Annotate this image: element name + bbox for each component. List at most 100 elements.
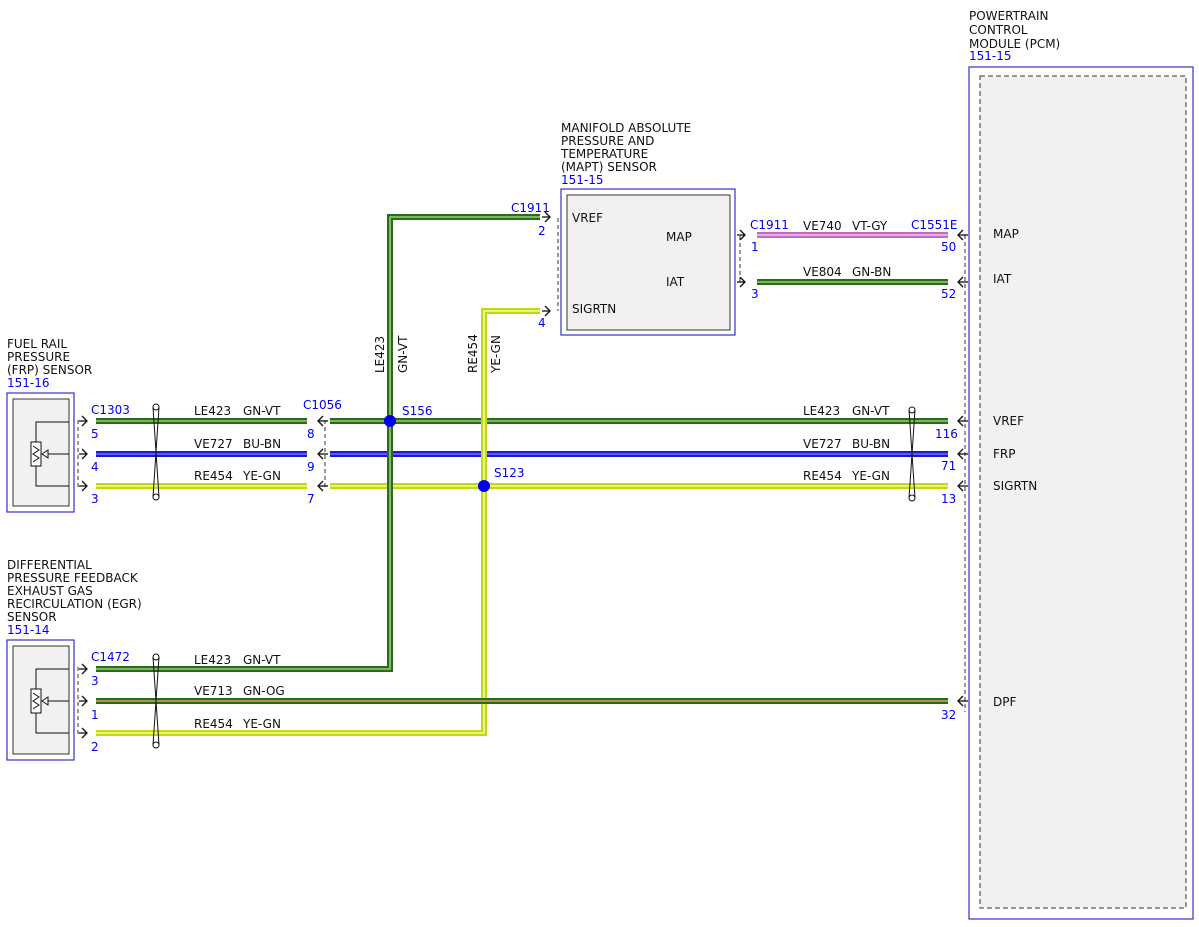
pin-pcm-iat: 52 [941, 287, 956, 301]
pin-pcm-sigrtn: 13 [941, 492, 956, 506]
pin-pcm-map: 50 [941, 240, 956, 254]
connector-c1551e: C1551E [911, 218, 958, 232]
pcm-pin-iat-label: IAT [993, 272, 1012, 286]
pin-pcm-dpf: 32 [941, 708, 956, 722]
wire-iat-color: GN-BN [852, 265, 891, 279]
pin-c1056-vref: 8 [307, 427, 315, 441]
mapt-body [566, 194, 731, 331]
egr-ref: 151-14 [7, 623, 50, 637]
pin-c1056-sigrtn: 7 [307, 492, 315, 506]
pin-pcm-vref: 116 [935, 427, 958, 441]
wire-frp-vref-color: GN-VT [243, 404, 281, 418]
mapt-title-line-2: PRESSURE AND [561, 134, 654, 148]
splice-s156-dot [384, 415, 396, 427]
wire-map-color: VT-GY [852, 219, 888, 233]
egr-title-line-2: PRESSURE FEEDBACK [7, 571, 139, 585]
wire-frp-sig-color: BU-BN [243, 437, 281, 451]
frp-title-line-3: (FRP) SENSOR [7, 363, 92, 377]
pcm-pin-sigrtn-label: SIGRTN [993, 479, 1037, 493]
mapt-ref: 151-15 [561, 173, 604, 187]
egr-outline [6, 639, 75, 761]
connector-c1303: C1303 [91, 403, 130, 417]
pcm-title-line-3: MODULE (PCM) [969, 37, 1060, 51]
wire-pcm-vref-circuit: LE423 [803, 404, 840, 418]
wire-egr-rtn-color: YE-GN [242, 717, 281, 731]
wire-group [96, 214, 948, 736]
pin-mapt-map: 1 [751, 240, 759, 254]
wire-egr-vref-circuit: LE423 [194, 653, 231, 667]
pin-pcm-frp: 71 [941, 459, 956, 473]
pin-frp-vref: 5 [91, 427, 99, 441]
wire-pcm-frp-circuit: VE727 [803, 437, 842, 451]
pin-mapt-vref: 2 [538, 224, 546, 238]
wire-pcm-rtn-color: YE-GN [851, 469, 890, 483]
connector-c1911-right: C1911 [750, 218, 789, 232]
wire-pcm-frp-color: BU-BN [852, 437, 890, 451]
pin-frp-sigrtn: 3 [91, 492, 99, 506]
frp-title-line-2: PRESSURE [7, 350, 70, 364]
wire-egr-rtn-circuit: RE454 [194, 717, 233, 731]
frp-potentiometer-icon [30, 421, 69, 487]
pin-mapt-sigrtn: 4 [538, 316, 546, 330]
frp-title-line-1: FUEL RAIL [7, 337, 67, 351]
pcm-body [979, 75, 1187, 909]
connector-c1911-left: C1911 [511, 201, 550, 215]
egr-sensor: DIFFERENTIAL PRESSURE FEEDBACK EXHAUST G… [6, 558, 142, 761]
pcm-pin-dpf-label: DPF [993, 695, 1016, 709]
wire-egr-dpf-color: GN-OG [243, 684, 285, 698]
twisted-pair-pcm-icon [908, 406, 916, 502]
mapt-title-line-1: MANIFOLD ABSOLUTE [561, 121, 691, 135]
wire-sigrtn-riser-stripe [96, 310, 540, 734]
wire-vref-riser-stripe [96, 216, 540, 670]
wire-frp-sig-circuit: VE727 [194, 437, 233, 451]
wire-pcm-rtn-circuit: RE454 [803, 469, 842, 483]
wire-vertical-vref-circuit: LE423 [373, 336, 387, 373]
wire-vertical-rtn-color: YE-GN [489, 335, 503, 374]
pin-egr-vref: 3 [91, 674, 99, 688]
pin-egr-sigrtn: 2 [91, 740, 99, 754]
connector-c1056: C1056 [303, 398, 342, 412]
frp-outline [6, 392, 75, 513]
egr-title-line-3: EXHAUST GAS [7, 584, 93, 598]
egr-title-line-5: SENSOR [7, 610, 57, 624]
wire-egr-vref-color: GN-VT [243, 653, 281, 667]
mapt-pin-sigrtn-label: SIGRTN [572, 302, 616, 316]
splice-s123-label: S123 [494, 466, 525, 480]
frp-sensor: FUEL RAIL PRESSURE (FRP) SENSOR 151-16 [6, 337, 92, 513]
wire-egr-dpf-circuit: VE713 [194, 684, 233, 698]
splice-s123-dot [478, 480, 490, 492]
mapt-title-line-3: TEMPERATURE [560, 147, 648, 161]
wire-map-circuit: VE740 [803, 219, 842, 233]
pcm-module: POWERTRAIN CONTROL MODULE (PCM) 151-15 M… [968, 9, 1194, 920]
egr-potentiometer-icon [30, 668, 69, 734]
wire-iat-circuit: VE804 [803, 265, 842, 279]
pin-frp-frp: 4 [91, 460, 99, 474]
pcm-ref: 151-15 [969, 49, 1012, 63]
egr-title-line-4: RECIRCULATION (EGR) [7, 597, 142, 611]
pcm-outline [968, 66, 1194, 920]
wire-vertical-rtn-circuit: RE454 [466, 334, 480, 373]
twisted-pair-egr-icon [152, 653, 160, 749]
connector-terminal-group [79, 211, 968, 739]
pin-c1056-frp: 9 [307, 460, 315, 474]
twisted-pair-frp-icon [152, 403, 160, 501]
wire-vertical-vref-color: GN-VT [396, 335, 410, 373]
wire-pcm-vref-color: GN-VT [852, 404, 890, 418]
wire-vref-riser [96, 214, 540, 672]
wire-frp-rtn-circuit: RE454 [194, 469, 233, 483]
pcm-pin-frp-label: FRP [993, 447, 1015, 461]
wire-frp-vref-circuit: LE423 [194, 404, 231, 418]
mapt-outline [560, 188, 736, 336]
pin-egr-dpf: 1 [91, 708, 99, 722]
mapt-pin-map-label: MAP [666, 230, 692, 244]
pcm-title-line-2: CONTROL [969, 23, 1028, 37]
mapt-title-line-4: (MAPT) SENSOR [561, 160, 657, 174]
egr-title-line-1: DIFFERENTIAL [7, 558, 92, 572]
wire-frp-rtn-color: YE-GN [242, 469, 281, 483]
mapt-sensor: MANIFOLD ABSOLUTE PRESSURE AND TEMPERATU… [560, 121, 736, 336]
pcm-pin-vref-label: VREF [993, 414, 1024, 428]
pcm-title-line-1: POWERTRAIN [969, 9, 1049, 23]
pin-mapt-iat: 3 [751, 287, 759, 301]
mapt-pin-iat-label: IAT [666, 275, 685, 289]
